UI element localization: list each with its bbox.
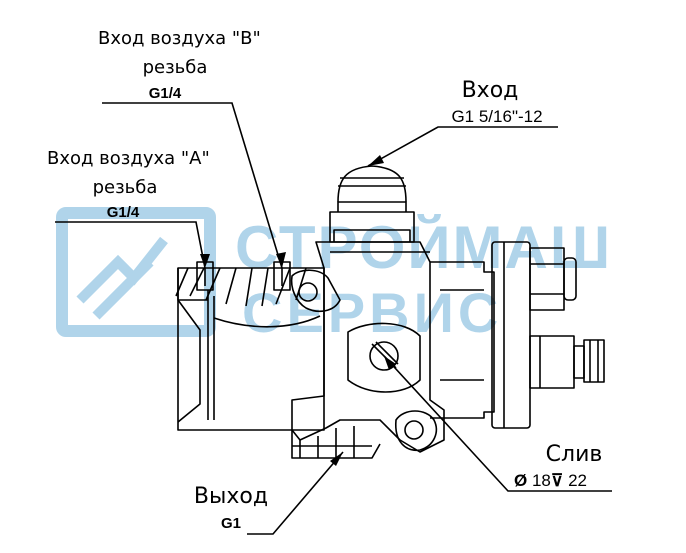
diameter-icon: Ø bbox=[514, 471, 528, 490]
leader-lines bbox=[55, 102, 612, 535]
air-a-title: Вход воздуха "A" bbox=[47, 148, 210, 169]
outlet-title: Выход bbox=[193, 484, 269, 509]
drain-depth: 22 bbox=[568, 471, 587, 490]
inlet-title: Вход bbox=[461, 78, 519, 103]
air-b-title: Вход воздуха "B" bbox=[98, 28, 261, 49]
drain-diameter: 18 bbox=[531, 471, 551, 490]
watermark-logo bbox=[56, 207, 216, 337]
air-a-thread: G1/4 bbox=[106, 204, 140, 221]
air-b-thread-word: резьба bbox=[142, 57, 208, 78]
depth-icon: ⊽ bbox=[550, 471, 564, 490]
leader-arrowheads bbox=[200, 155, 396, 466]
inlet-thread: G1 5/16"-12 bbox=[451, 107, 543, 126]
drain-size: Ø 18⊽ 22 bbox=[514, 472, 614, 489]
air-a-thread-word: резьба bbox=[92, 177, 158, 198]
watermark-text-line2: СЕРВИС bbox=[242, 281, 502, 344]
air-b-thread: G1/4 bbox=[148, 85, 182, 102]
drain-title: Слив bbox=[545, 442, 603, 467]
outlet-thread: G1 bbox=[220, 515, 241, 532]
